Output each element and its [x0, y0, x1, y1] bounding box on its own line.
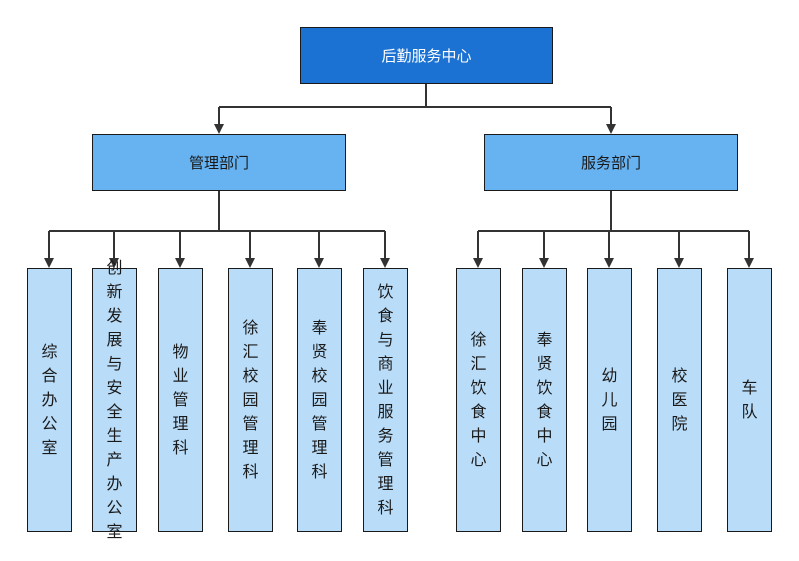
unit-label: 幼儿园 — [601, 366, 618, 433]
department-management: 管理部门 — [92, 134, 346, 191]
unit-fengxian-catering-center: 奉贤饮食中心 — [522, 268, 567, 532]
unit-fengxian-campus-management: 奉贤校园管理科 — [297, 268, 342, 532]
unit-label: 饮食与商业服务管理科 — [377, 282, 394, 517]
unit-label: 物业管理科 — [172, 342, 189, 457]
unit-label: 车队 — [741, 378, 758, 421]
unit-xuhui-campus-management: 徐汇校园管理科 — [228, 268, 273, 532]
unit-label: 奉贤校园管理科 — [311, 318, 328, 481]
unit-general-office: 综合办公室 — [27, 268, 72, 532]
unit-label: 徐汇饮食中心 — [470, 330, 487, 469]
unit-label: 综合办公室 — [41, 342, 58, 457]
root-label: 后勤服务中心 — [381, 47, 472, 65]
department-management-label: 管理部门 — [188, 154, 249, 172]
unit-property-management: 物业管理科 — [158, 268, 203, 532]
unit-xuhui-catering-center: 徐汇饮食中心 — [456, 268, 501, 532]
unit-campus-clinic: 校医院 — [657, 268, 702, 532]
unit-label: 校医院 — [671, 366, 688, 433]
department-service: 服务部门 — [484, 134, 738, 191]
root-node: 后勤服务中心 — [300, 27, 553, 84]
unit-motor-pool: 车队 — [727, 268, 772, 532]
unit-label: 奉贤饮食中心 — [536, 330, 553, 469]
unit-label: 徐汇校园管理科 — [242, 318, 259, 481]
department-service-label: 服务部门 — [580, 154, 641, 172]
unit-kindergarten: 幼儿园 — [587, 268, 632, 532]
unit-label: 创新发展与安全生产办公室 — [106, 258, 123, 541]
unit-innovation-safety-office: 创新发展与安全生产办公室 — [92, 258, 137, 541]
unit-catering-commerce-management: 饮食与商业服务管理科 — [363, 268, 408, 532]
